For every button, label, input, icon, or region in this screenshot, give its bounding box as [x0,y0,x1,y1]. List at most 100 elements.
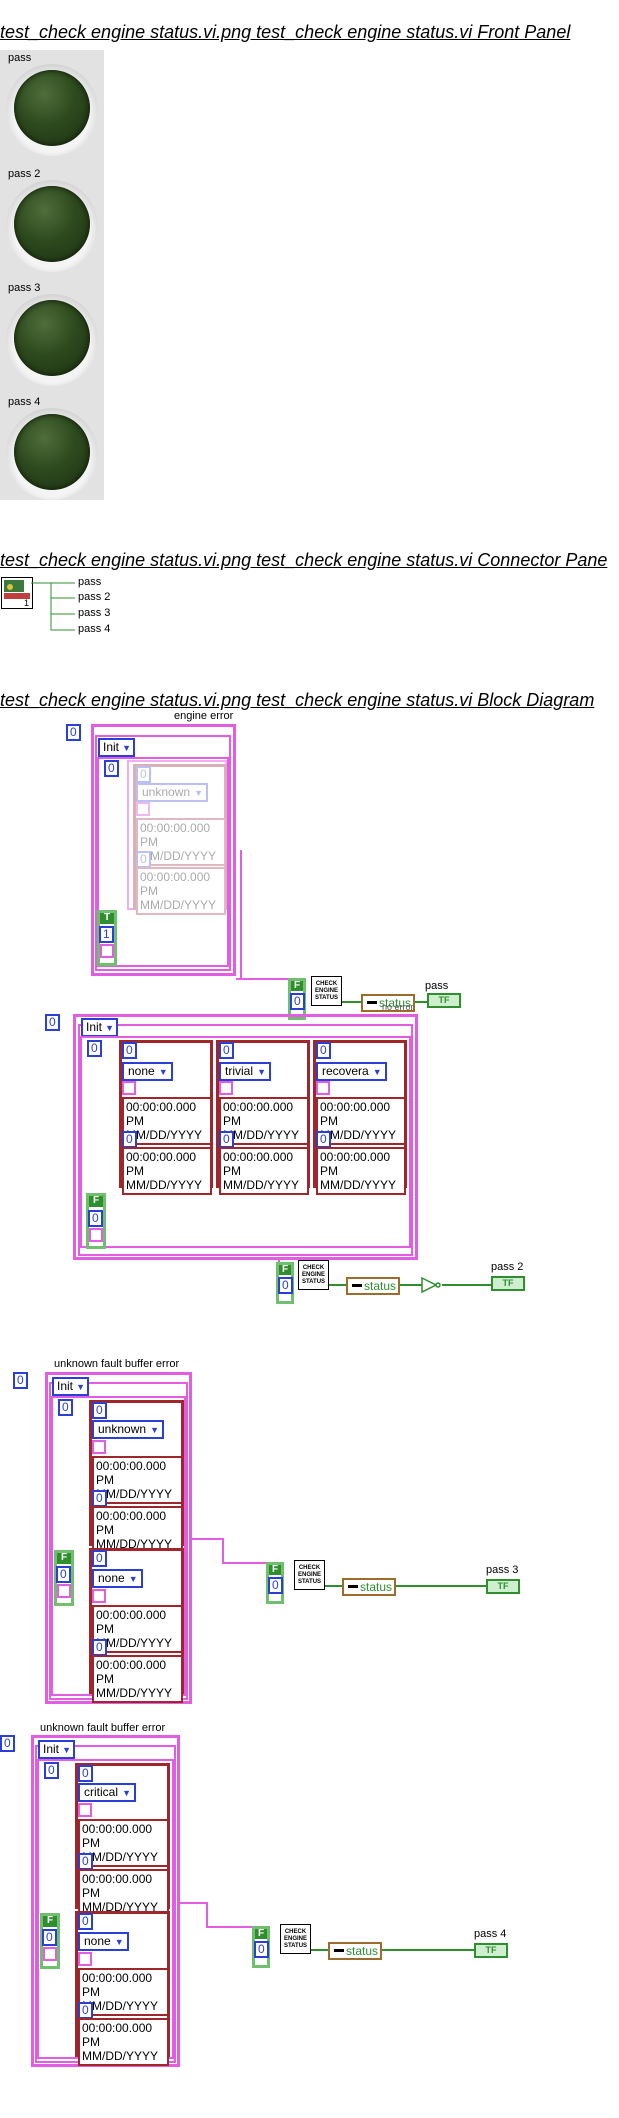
section1-array-index[interactable]: 0 [66,724,81,741]
section3-bundle-index[interactable]: 0 [56,1566,71,1583]
section3-cluster-index[interactable]: 0 [92,1402,107,1419]
section3-timestamp-1[interactable]: 00:00:00.000 PM MM/DD/YYYY [92,1605,183,1653]
led-pass-2[interactable] [6,180,98,272]
section4-wire [206,1926,254,1928]
section1-cluster-index[interactable]: 0 [136,766,151,783]
section4-check-engine-status-subvi[interactable]: CHECK ENGINE STATUS [280,1924,311,1954]
section2-bundle-out-index[interactable]: 0 [278,1277,293,1294]
section2-bool-out[interactable]: F [279,1265,291,1275]
section1-check-engine-status-subvi[interactable]: CHECK ENGINE STATUS [311,976,342,1006]
timestamp-date: MM/DD/YYYY [96,1636,173,1650]
section1-bool[interactable]: T [100,913,114,924]
timestamp-time: 00:00:00.000 PM [126,1150,197,1178]
section4-timestamp-2[interactable]: 00:00:00.000 PM MM/DD/YYYY [78,1869,169,1917]
section1-no-error-label: no error [382,1002,414,1012]
section1-bool-out[interactable]: F [291,981,303,991]
section4-enum-critical[interactable]: critical [78,1783,137,1802]
section3-array-index[interactable]: 0 [13,1372,28,1389]
section1-status-unbundle[interactable]: status [361,994,415,1012]
led-pass-3[interactable] [6,294,98,386]
section1-timestamp-1[interactable]: 00:00:00.000 PM MM/DD/YYYY [136,818,226,866]
section4-ts2-index[interactable]: 0 [78,2002,93,2019]
section1-init-selector[interactable]: Init [98,738,136,757]
section4-timestamp-2[interactable]: 00:00:00.000 PM MM/DD/YYYY [78,2018,169,2066]
section2-not-gate-icon [421,1276,441,1294]
section2-bundle-index[interactable]: 0 [88,1210,103,1227]
section1-inner-array [97,757,229,967]
section4-timestamp-1[interactable]: 00:00:00.000 PM MM/DD/YYYY [78,1968,169,2016]
section2-timestamp-1[interactable]: 00:00:00.000 PM MM/DD/YYYY [219,1097,309,1145]
section1-bundle-out-index[interactable]: 0 [290,993,305,1010]
section2-bool[interactable]: F [89,1196,103,1207]
section3-bundle-pink [57,1584,71,1598]
section1-inner-index[interactable]: 0 [104,760,119,777]
section3-cluster-index[interactable]: 0 [92,1550,107,1567]
section4-init-selector[interactable]: Init [38,1740,76,1759]
section4-bundle-out-index[interactable]: 0 [254,1941,269,1958]
section2-timestamp-2[interactable]: 00:00:00.000 PM MM/DD/YYYY [316,1147,406,1195]
section1-pass-indicator[interactable]: TF [427,993,461,1008]
section2-inner-index[interactable]: 0 [87,1040,102,1057]
section2-check-engine-status-subvi[interactable]: CHECK ENGINE STATUS [298,1260,329,1290]
timestamp-date: MM/DD/YYYY [140,898,217,912]
section1-wire [236,978,290,980]
section3-timestamp-2[interactable]: 00:00:00.000 PM MM/DD/YYYY [92,1506,183,1554]
section2-enum-none[interactable]: none [122,1062,173,1081]
led-pass-4[interactable] [6,408,98,500]
section4-array-index[interactable]: 0 [0,1735,15,1752]
section3-enum-unknown[interactable]: unknown [92,1420,165,1439]
section2-timestamp-1[interactable]: 00:00:00.000 PM MM/DD/YYYY [122,1097,212,1145]
section3-bool-out[interactable]: F [269,1565,281,1575]
timestamp-time: 00:00:00.000 PM [320,1150,391,1178]
timestamp-time: 00:00:00.000 PM [140,821,211,849]
section3-inner-index[interactable]: 0 [58,1399,73,1416]
section2-array-index[interactable]: 0 [45,1014,60,1031]
section3-pass3-indicator[interactable]: TF [486,1579,520,1594]
section2-ts2-index[interactable]: 0 [122,1131,137,1148]
section2-pass2-indicator[interactable]: TF [491,1276,525,1291]
section2-init-selector[interactable]: Init [81,1018,119,1037]
section3-ts2-index[interactable]: 0 [92,1490,107,1507]
section3-timestamp-1[interactable]: 00:00:00.000 PM MM/DD/YYYY [92,1456,183,1504]
section4-inner-index[interactable]: 0 [44,1762,59,1779]
section3-ts2-index[interactable]: 0 [92,1639,107,1656]
section2-timestamp-2[interactable]: 00:00:00.000 PM MM/DD/YYYY [219,1147,309,1195]
section1-bundle-index[interactable]: 1 [99,926,114,943]
section4-bool[interactable]: F [43,1916,57,1927]
section3-bool[interactable]: F [57,1553,71,1564]
section3-timestamp-2[interactable]: 00:00:00.000 PM MM/DD/YYYY [92,1655,183,1703]
section4-wire-green [311,1949,329,1951]
section2-cluster-index[interactable]: 0 [122,1042,137,1059]
section4-timestamp-1[interactable]: 00:00:00.000 PM MM/DD/YYYY [78,1819,169,1867]
section1-timestamp-2[interactable]: 00:00:00.000 PM MM/DD/YYYY [136,867,226,915]
section4-enum-none[interactable]: none [78,1932,129,1951]
section2-status-unbundle[interactable]: status [346,1277,400,1295]
section3-check-engine-status-subvi[interactable]: CHECK ENGINE STATUS [294,1560,325,1590]
section3-bundle-out-index[interactable]: 0 [268,1577,283,1594]
section4-cluster-index[interactable]: 0 [78,1913,93,1930]
section2-cluster-index[interactable]: 0 [316,1042,331,1059]
section4-cluster-index[interactable]: 0 [78,1765,93,1782]
section3-enum-none[interactable]: none [92,1569,143,1588]
section2-cluster-index[interactable]: 0 [219,1042,234,1059]
section1-ts2-index[interactable]: 0 [136,851,151,868]
section4-ts2-index[interactable]: 0 [78,1853,93,1870]
section4-pass4-indicator[interactable]: TF [474,1943,508,1958]
section4-status-unbundle[interactable]: status [328,1942,382,1960]
section2-enum-trivial[interactable]: trivial [219,1062,272,1081]
section2-ts2-index[interactable]: 0 [219,1131,234,1148]
section2-ts2-index[interactable]: 0 [316,1131,331,1148]
section4-bundle-index[interactable]: 0 [42,1929,57,1946]
connector-pane-heading: test_check engine status.vi.png test_che… [0,550,608,570]
section4-bool-out[interactable]: F [255,1929,267,1939]
timestamp-date: MM/DD/YYYY [140,849,217,863]
section3-init-selector[interactable]: Init [52,1377,90,1396]
timestamp-time: 00:00:00.000 PM [96,1459,167,1487]
section2-timestamp-1[interactable]: 00:00:00.000 PM MM/DD/YYYY [316,1097,406,1145]
section1-enum-unknown[interactable]: unknown [136,783,209,802]
section2-timestamp-2[interactable]: 00:00:00.000 PM MM/DD/YYYY [122,1147,212,1195]
section4-wire [180,1902,208,1928]
section3-status-unbundle[interactable]: status [342,1578,396,1596]
section2-enum-recovera[interactable]: recovera [316,1062,387,1081]
led-pass[interactable] [6,64,98,156]
